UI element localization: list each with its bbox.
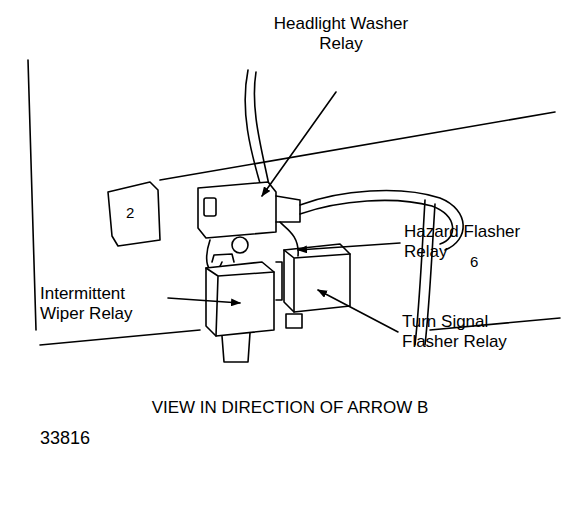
leader-arrow (262, 92, 336, 196)
wire (280, 222, 298, 256)
relay-connector (222, 333, 250, 362)
wire (254, 72, 270, 190)
part-label: Hazard Flasher Relay (404, 222, 554, 262)
relay-clip (212, 254, 234, 262)
part-label: Headlight Washer Relay (256, 14, 426, 54)
panel-edge (28, 60, 36, 330)
leader-arrow (168, 298, 240, 303)
figure-number: 33816 (40, 428, 140, 448)
figure-caption: VIEW IN DIRECTION OF ARROW B (152, 398, 429, 418)
wire (245, 70, 262, 190)
wire-marking: 6 (470, 252, 490, 272)
relay-bracket (276, 262, 282, 300)
relay-connector (276, 196, 300, 222)
headlight-washer-relay (198, 182, 276, 238)
bracket (108, 182, 160, 246)
mount-screw (232, 237, 248, 253)
leader-arrow (298, 243, 400, 250)
intermittent-wiper-relay (206, 262, 274, 336)
relay-tab (204, 198, 216, 216)
bracket-marking: 2 (126, 203, 146, 223)
panel-edge (160, 112, 555, 180)
relay-connector (286, 314, 302, 328)
part-label: Intermittent Wiper Relay (40, 284, 160, 324)
part-label: Turn Signal Flasher Relay (402, 312, 532, 352)
wire-harness (300, 191, 463, 250)
relay-edge (284, 250, 350, 312)
panel-edge (40, 330, 200, 345)
leader-arrow (318, 290, 398, 332)
